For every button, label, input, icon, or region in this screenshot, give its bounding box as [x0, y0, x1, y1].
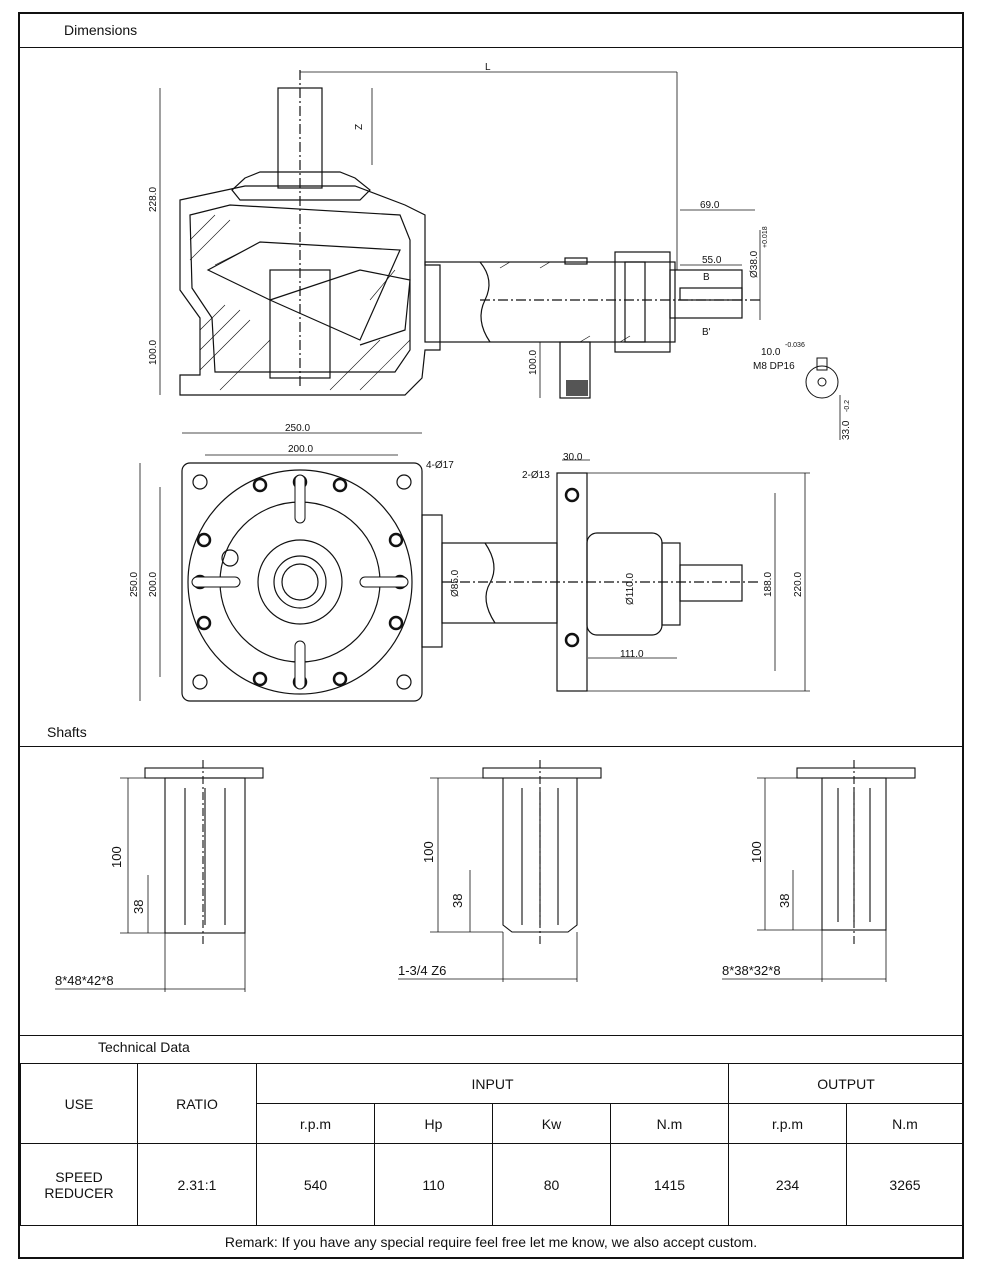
shaft3-spec: 8*38*32*8: [722, 963, 781, 978]
shaft2-dim-38: 38: [450, 894, 465, 908]
side-section-drawing: L Z 228.0 100.0 69.0 55.0 B B' Ø38.0 +0.…: [148, 62, 852, 440]
dim-30: 30.0: [563, 452, 583, 463]
input-nm-cell: 1415: [610, 1143, 729, 1226]
input-rpm-cell: 540: [256, 1143, 375, 1226]
dim-thread: M8 DP16: [753, 361, 795, 372]
input-kw-header: Kw: [492, 1103, 611, 1144]
ratio-cell: 2.31:1: [137, 1143, 257, 1226]
output-rpm-header: r.p.m: [728, 1103, 847, 1144]
shaft3-dim-100: 100: [749, 841, 764, 863]
dim-200: 200.0: [288, 444, 313, 455]
input-rpm-header: r.p.m: [256, 1103, 375, 1144]
dim-100b: 100.0: [528, 350, 539, 375]
divider: [18, 1035, 964, 1036]
shafts-drawing: 100 38 8*48*42*8 100 38 1-3/4 Z6 100 38 …: [55, 760, 916, 992]
dim-key-width-tol: -0.036: [785, 342, 805, 349]
dim-111: 111.0: [620, 649, 644, 660]
use-line-2: REDUCER: [44, 1184, 114, 1201]
divider: [18, 47, 964, 48]
shaft2-dim-100: 100: [421, 841, 436, 863]
dim-phi38-tol: +0.018: [762, 226, 769, 248]
output-nm-cell: 3265: [846, 1143, 964, 1226]
top-view-drawing: 250.0 200.0 4-Ø17 250.0 200.0 Ø85.0 2-Ø1…: [129, 423, 810, 702]
dim-phi110: Ø110.0: [625, 573, 636, 605]
dim-228: 228.0: [148, 187, 159, 212]
dim-B: B: [703, 272, 710, 283]
page-frame: [18, 12, 964, 1259]
dim-L: L: [485, 62, 491, 73]
dim-Z: Z: [354, 124, 365, 130]
dim-55: 55.0: [702, 255, 722, 266]
input-hp-cell: 110: [374, 1143, 493, 1226]
technical-data-title: Technical Data: [98, 1039, 190, 1055]
dim-key-height: 33.0: [841, 420, 852, 440]
dim-220: 220.0: [793, 572, 804, 597]
table-row: SPEED REDUCER 2.31:1 540 110 80 1415 234…: [20, 1143, 964, 1226]
input-hp-header: Hp: [374, 1103, 493, 1144]
shaft2-spec: 1-3/4 Z6: [398, 963, 446, 978]
dim-key-width: 10.0: [761, 347, 781, 358]
input-nm-header: N.m: [610, 1103, 729, 1144]
shaft1-dim-38: 38: [131, 900, 146, 914]
ratio-header: RATIO: [137, 1063, 257, 1144]
input-header: INPUT: [256, 1063, 729, 1104]
dim-phi85: Ø85.0: [450, 569, 461, 597]
dim-h200: 200.0: [148, 572, 159, 597]
use-line-1: SPEED: [55, 1168, 103, 1185]
input-kw-cell: 80: [492, 1143, 611, 1226]
dim-phi38: Ø38.0: [749, 250, 760, 278]
dim-flange-holes: 2-Ø13: [522, 470, 550, 481]
output-rpm-cell: 234: [728, 1143, 847, 1226]
technical-data-table: USE RATIO INPUT OUTPUT r.p.m Hp Kw N.m r…: [20, 1063, 964, 1226]
remark-text: Remark: If you have any special require …: [224, 1234, 758, 1250]
dim-B1: B': [702, 327, 711, 338]
shaft1-spec: 8*48*42*8: [55, 973, 114, 988]
output-nm-header: N.m: [846, 1103, 964, 1144]
shaft1-dim-100: 100: [109, 846, 124, 868]
use-header: USE: [20, 1063, 138, 1144]
shafts-title: Shafts: [47, 724, 87, 740]
dimensions-title: Dimensions: [64, 22, 138, 38]
dim-holes: 4-Ø17: [426, 460, 454, 471]
dim-250: 250.0: [285, 423, 310, 434]
output-header: OUTPUT: [728, 1063, 964, 1104]
divider: [18, 746, 964, 747]
dim-h250: 250.0: [129, 572, 140, 597]
dim-100: 100.0: [148, 340, 159, 365]
dim-188: 188.0: [763, 572, 774, 597]
dim-69: 69.0: [700, 200, 720, 211]
shaft3-dim-38: 38: [777, 894, 792, 908]
use-cell: SPEED REDUCER: [20, 1143, 138, 1226]
dim-key-height-tol: -0.2: [844, 400, 851, 412]
